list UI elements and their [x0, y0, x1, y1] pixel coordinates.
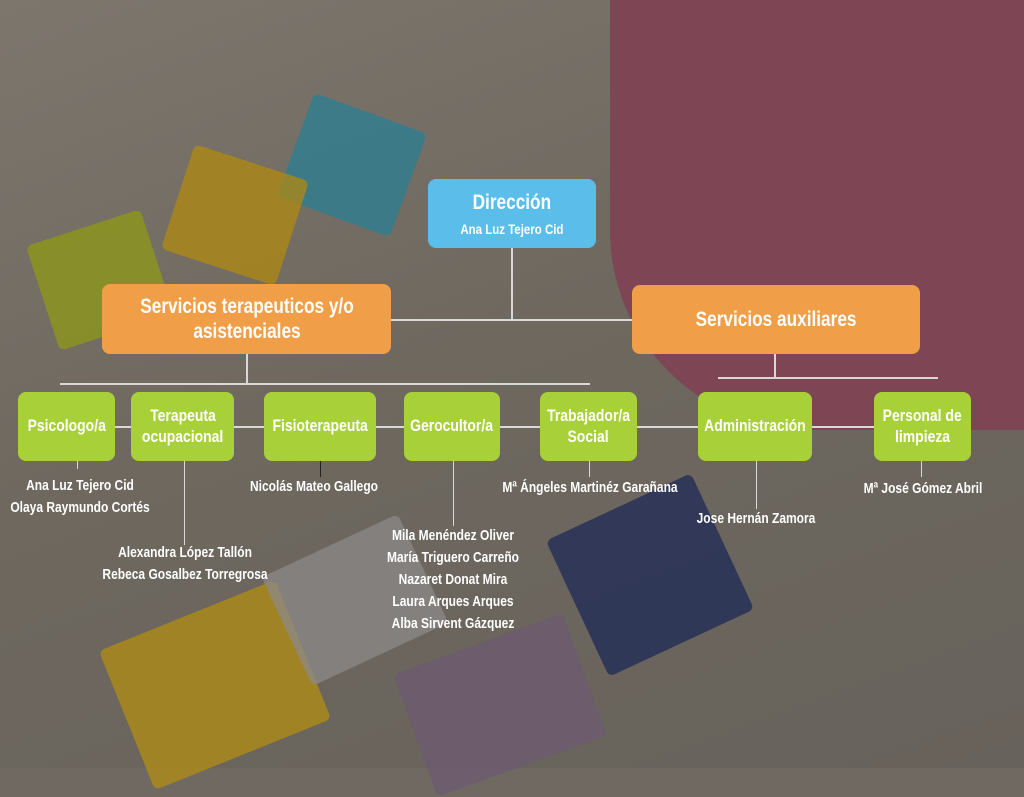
role-fisioterapeuta[interactable]: Fisioterapeuta — [264, 392, 376, 461]
connector-line — [589, 461, 590, 477]
role-label: Administración — [704, 416, 806, 436]
role-label: Gerocultor/a — [410, 416, 494, 436]
role-personal-limpieza[interactable]: Personal de limpieza — [874, 392, 971, 461]
staff-name: Jose Hernán Zamora — [696, 510, 816, 527]
direccion-node[interactable]: Dirección Ana Luz Tejero Cid — [428, 179, 596, 248]
administracion-staff: Jose Hernán Zamora — [656, 508, 856, 530]
role-trabajador-social[interactable]: Trabajador/a Social — [540, 392, 637, 461]
connector-line — [320, 461, 321, 477]
direccion-name: Ana Luz Tejero Cid — [460, 220, 564, 237]
connector-line — [184, 461, 185, 545]
background-person — [610, 0, 1024, 430]
servicios-auxiliares-label: Servicios auxiliares — [695, 307, 857, 331]
connector-line — [77, 461, 78, 469]
connector-line — [718, 377, 938, 379]
staff-name: Olaya Raymundo Cortés — [10, 499, 150, 516]
servicios-auxiliares-node[interactable]: Servicios auxiliares — [632, 285, 920, 354]
role-label: Fisioterapeuta — [272, 416, 368, 436]
connector-line — [391, 319, 632, 321]
staff-name: Ana Luz Tejero Cid — [26, 477, 134, 494]
role-administracion[interactable]: Administración — [698, 392, 812, 461]
role-label: Personal de — [882, 406, 963, 426]
role-label: Terapeuta — [149, 406, 216, 426]
staff-name: Rebeca Gosalbez Torregrosa — [102, 566, 268, 583]
direccion-title: Dirección — [472, 190, 552, 214]
role-label: Psicologo/a — [27, 416, 106, 436]
psicologo-staff: Ana Luz Tejero Cid Olaya Raymundo Cortés — [0, 475, 180, 519]
connector-line — [453, 461, 454, 526]
role-label: Social — [567, 426, 610, 446]
connector-line — [60, 383, 590, 385]
staff-name: Mila Menéndez Oliver — [391, 527, 515, 544]
limpieza-staff: Mª José Gómez Abril — [823, 478, 1023, 500]
connector-line — [774, 354, 776, 378]
connector-line — [921, 461, 922, 477]
servicios-terapeuticos-node[interactable]: Servicios terapeuticos y/o asistenciales — [102, 284, 391, 354]
connector-line — [246, 354, 248, 385]
role-psicologo[interactable]: Psicologo/a — [18, 392, 115, 461]
fisioterapeuta-staff: Nicolás Mateo Gallego — [214, 476, 414, 498]
staff-name: Laura Arques Arques — [392, 593, 514, 610]
staff-name: Alexandra López Tallón — [118, 544, 252, 561]
staff-name: Nazaret Donat Mira — [398, 571, 508, 588]
servicios-terapeuticos-label: Servicios terapeuticos y/o asistenciales — [139, 294, 354, 343]
trabajador-staff: Mª Ángeles Martinéz Garañana — [475, 477, 705, 499]
role-gerocultor[interactable]: Gerocultor/a — [404, 392, 500, 461]
role-label: ocupacional — [141, 426, 224, 446]
connector-line — [756, 461, 757, 509]
staff-name: Alba Sirvent Gázquez — [391, 615, 515, 632]
connector-line — [511, 248, 513, 320]
terapeuta-staff: Alexandra López Tallón Rebeca Gosalbez T… — [65, 542, 305, 586]
staff-name: Mª Ángeles Martinéz Garañana — [502, 479, 678, 496]
role-label: limpieza — [894, 426, 951, 446]
role-terapeuta-ocupacional[interactable]: Terapeuta ocupacional — [131, 392, 234, 461]
gerocultor-staff: Mila Menéndez Oliver María Triguero Carr… — [353, 525, 553, 635]
staff-name: Nicolás Mateo Gallego — [249, 478, 379, 495]
staff-name: Mª José Gómez Abril — [863, 480, 983, 497]
staff-name: María Triguero Carreño — [386, 549, 520, 566]
role-label: Trabajador/a — [547, 406, 630, 426]
